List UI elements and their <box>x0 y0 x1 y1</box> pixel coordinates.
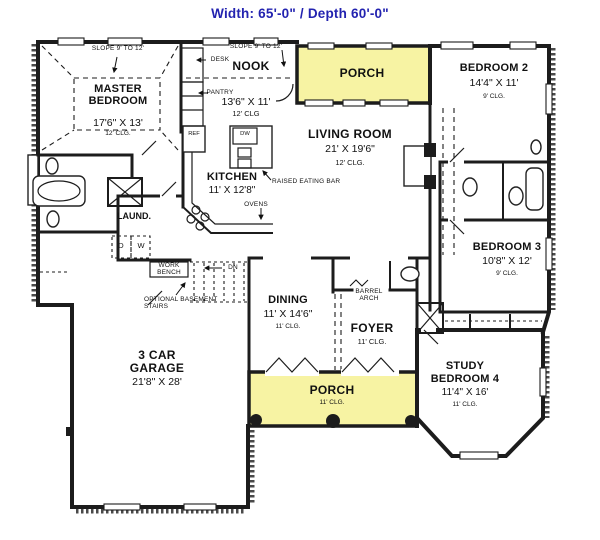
dining-clg: 11' CLG. <box>275 323 301 330</box>
kitchen-label: KITCHEN <box>206 171 258 183</box>
porch-top-label: PORCH <box>339 66 385 80</box>
dw-label: DW <box>240 131 250 137</box>
nook-slope-note: SLOPE 9' TO 12' <box>229 43 283 50</box>
wall-hatching <box>31 44 556 514</box>
bedroom3-dims: 10'8" X 12' <box>482 255 532 267</box>
master-bedroom-clg: 12' CLG. <box>105 130 131 137</box>
bedroom2-clg: 9' CLG. <box>483 93 505 100</box>
ref-label: REF <box>188 131 200 137</box>
barrel-arch-label: BARREL ARCH <box>355 288 383 303</box>
nook-dims: 13'6" X 11' <box>221 96 271 108</box>
eating-bar-label: RAISED EATING BAR <box>272 178 341 185</box>
door-leaves <box>141 83 465 373</box>
basement-stairs-note: OPTIONAL BASEMENT STAIRS <box>144 296 218 311</box>
study-label: STUDY <box>445 360 485 372</box>
fireplace <box>403 143 436 189</box>
master-slope-note: SLOPE 9' TO 12' <box>91 45 145 52</box>
nook-clg: 12' CLG <box>232 109 260 118</box>
foyer-label: FOYER <box>350 321 394 335</box>
master-bedroom-dims: 17'6" X 13' <box>93 117 143 129</box>
study-clg: 11' CLG. <box>452 401 478 408</box>
bedroom3-clg: 9' CLG. <box>496 270 518 277</box>
dryer-label: D <box>118 241 124 250</box>
laundry-label: LAUND. <box>117 211 151 221</box>
bedroom2-dims: 14'4" X 11' <box>469 77 519 89</box>
kitchen-fixtures <box>180 47 273 234</box>
ceiling-lines <box>41 45 455 255</box>
dining-label: DINING <box>268 294 308 306</box>
master-bedroom-label: MASTER BEDROOM <box>88 83 148 107</box>
washer-label: W <box>137 241 145 250</box>
garage-label-line1: 3 CAR <box>138 348 176 362</box>
plan-title: Width: 65'-0" / Depth 60'-0" <box>211 6 389 21</box>
living-room-clg: 12' CLG. <box>335 158 365 167</box>
desk-label: DESK <box>210 56 230 63</box>
annotation-arrows <box>112 49 369 296</box>
garage-label-line2: GARAGE <box>129 361 185 375</box>
foyer-clg: 11' CLG. <box>357 337 387 346</box>
laundry-fixtures <box>111 235 189 278</box>
kitchen-dims: 11' X 12'8" <box>208 185 256 196</box>
porch-areas <box>247 44 432 428</box>
garage-dims: 21'8" X 28' <box>132 376 182 388</box>
nook-label: NOOK <box>232 59 270 73</box>
bedroom3-label: BEDROOM 3 <box>472 241 542 253</box>
porch-columns <box>66 414 417 436</box>
closet-x <box>40 177 444 334</box>
dn-label: DN <box>228 264 238 271</box>
study-dims: 11'4" X 16' <box>441 387 489 398</box>
bath-fixtures <box>32 139 544 282</box>
ovens-label: OVENS <box>244 201 268 208</box>
bedroom4-label: BEDROOM 4 <box>430 373 500 385</box>
porch-bottom-clg: 11' CLG. <box>319 399 345 406</box>
dining-dims: 11' X 14'6" <box>263 308 313 320</box>
pantry-label: PANTRY <box>206 89 234 96</box>
stairs <box>190 261 248 303</box>
porch-bottom-label: PORCH <box>309 383 355 397</box>
exterior-walls <box>27 40 551 509</box>
work-bench-label: WORK BENCH <box>157 262 181 277</box>
windows <box>57 37 553 511</box>
bedroom2-label: BEDROOM 2 <box>459 62 529 74</box>
living-room-label: LIVING ROOM <box>308 127 392 141</box>
living-room-dims: 21' X 19'6" <box>325 143 375 155</box>
